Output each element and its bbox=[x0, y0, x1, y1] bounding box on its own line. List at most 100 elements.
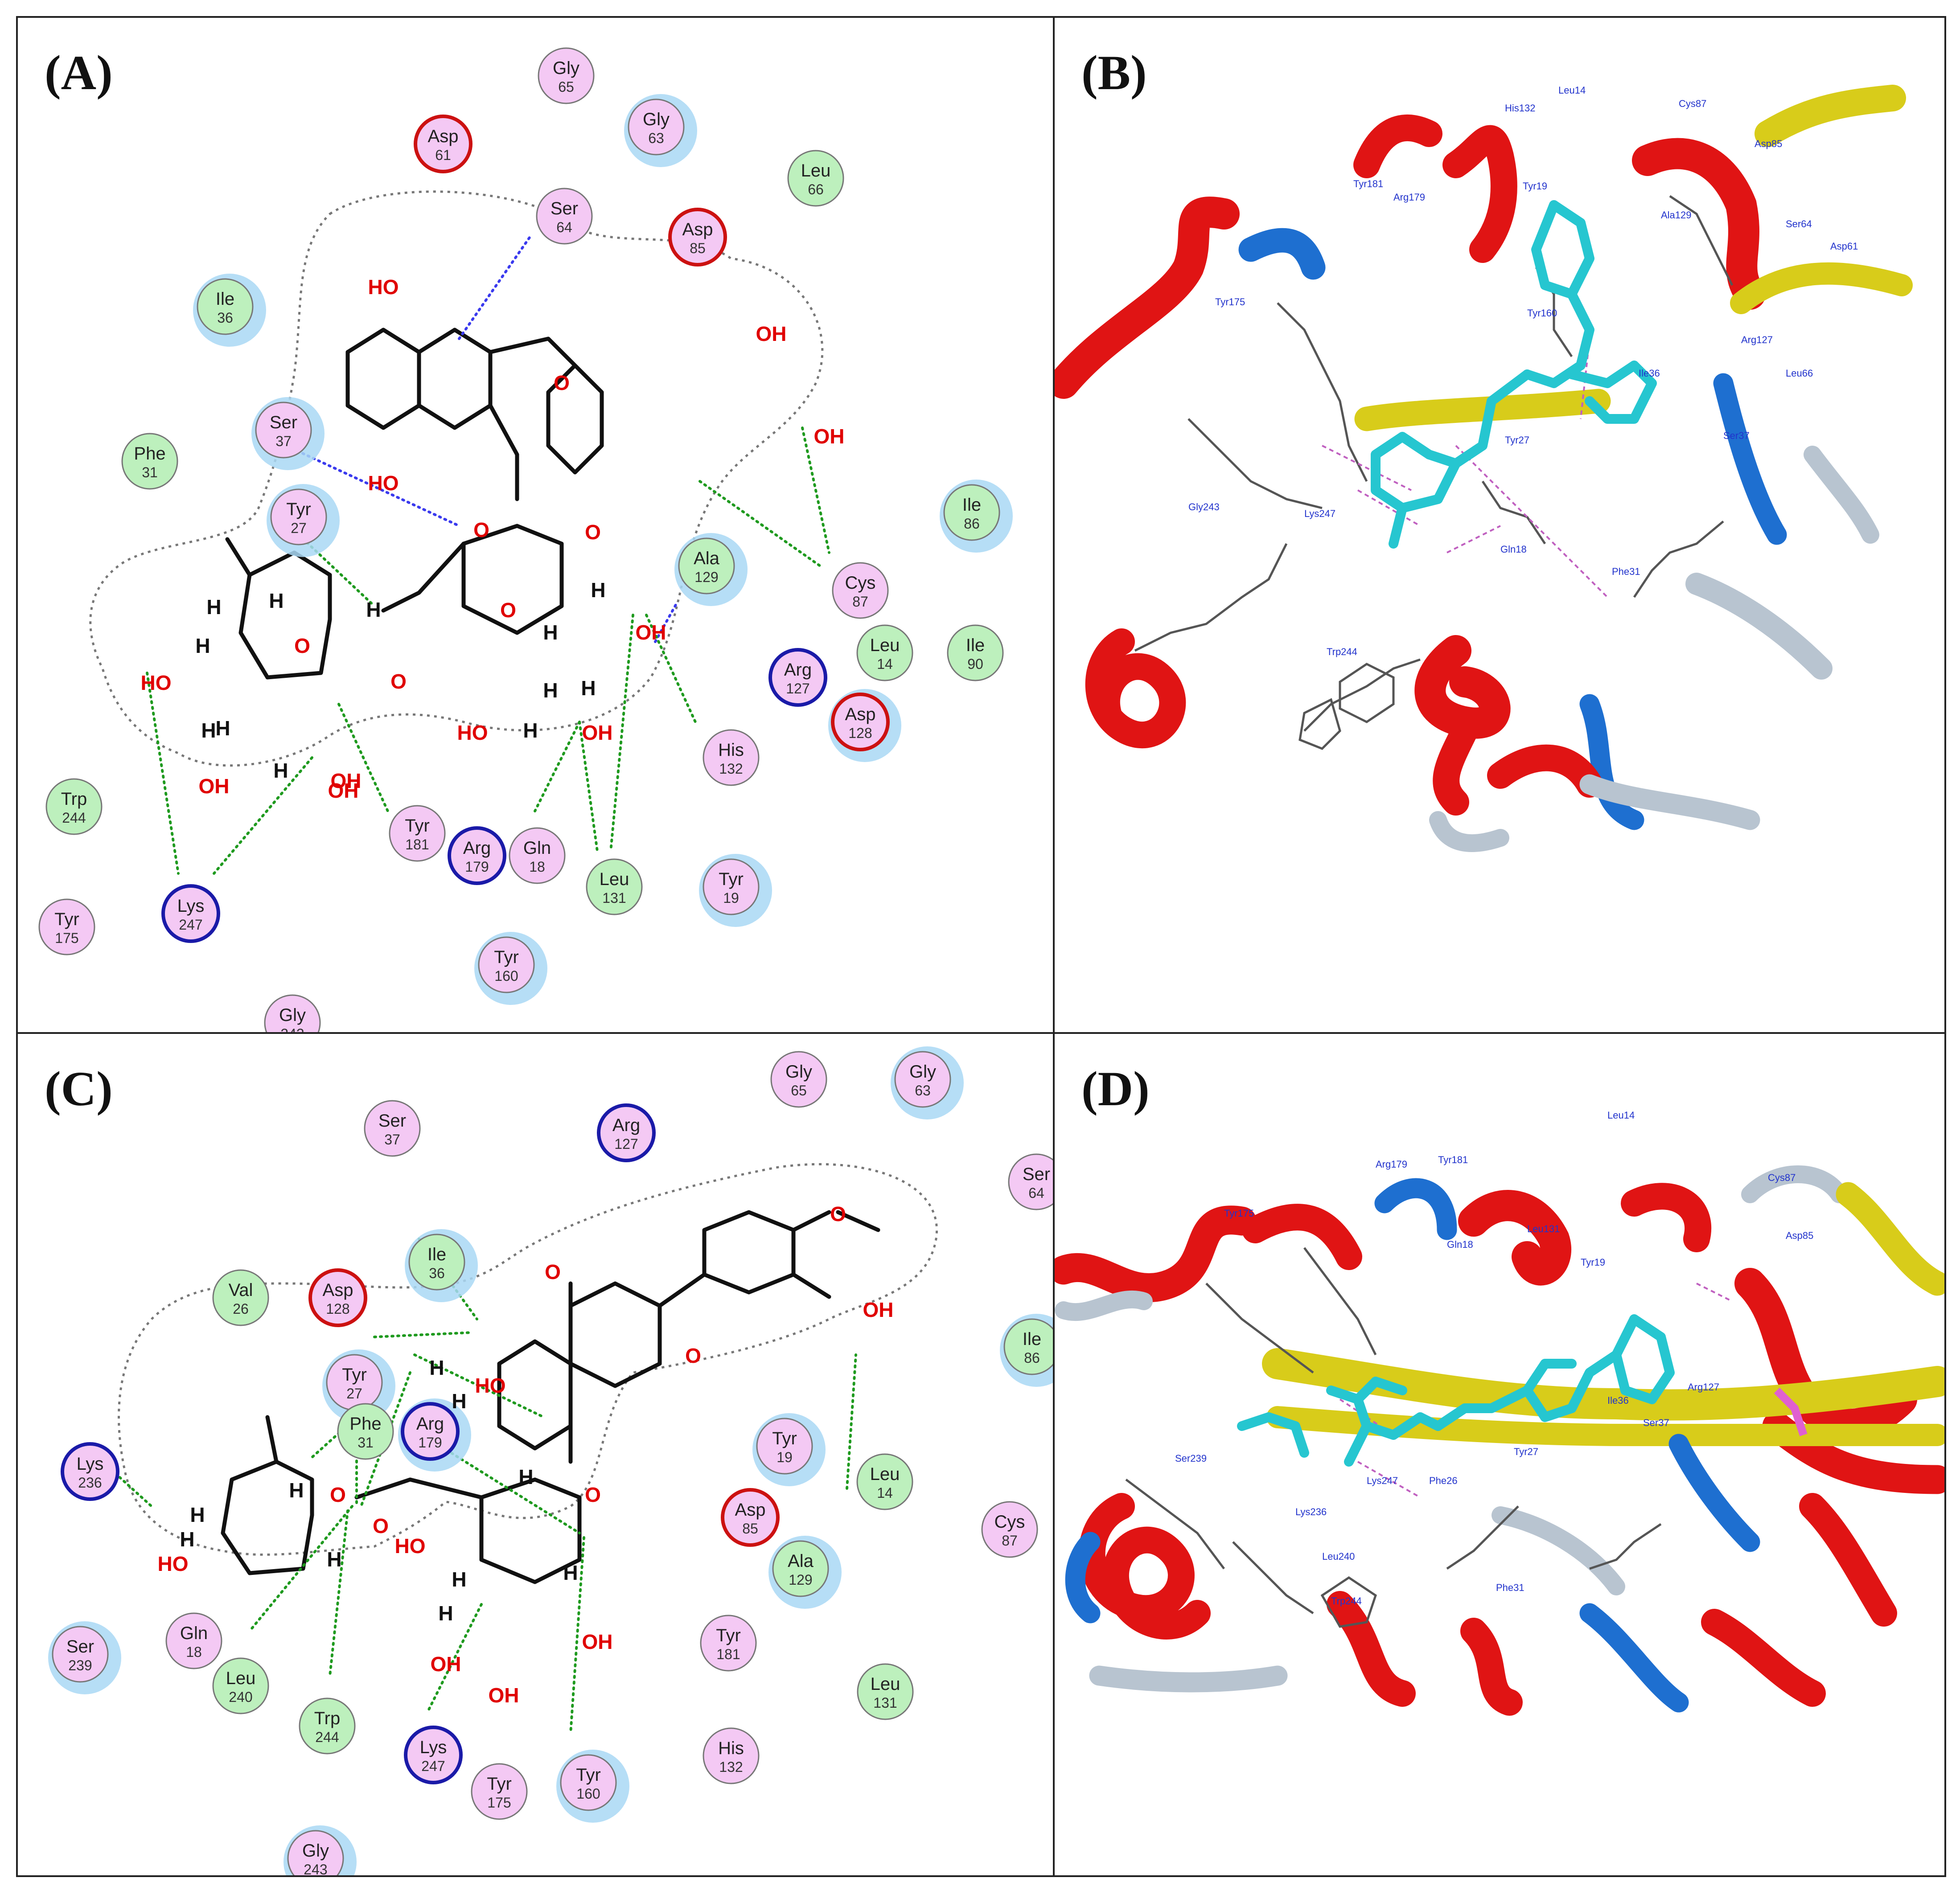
residue-name: Asp bbox=[845, 705, 876, 724]
residue-label: Cys87 bbox=[1768, 1172, 1796, 1183]
residue-disc bbox=[768, 648, 827, 707]
residue-disc bbox=[197, 278, 254, 335]
residue-name: His bbox=[718, 1738, 744, 1758]
panel-c-interaction-diagram: Gly65Gly63Ser37Arg127Ser64Ile36Val26Asp1… bbox=[48, 1046, 1053, 1875]
residue-label: Leu14 bbox=[1607, 1110, 1635, 1121]
residue-number: 18 bbox=[186, 1644, 202, 1660]
residue-label: Cys87 bbox=[1679, 98, 1706, 109]
residue-name: Lys bbox=[177, 896, 205, 916]
residue-label: Tyr27 bbox=[1505, 435, 1529, 446]
ligand-highlight-d bbox=[1774, 1387, 1808, 1436]
atom-label: H bbox=[523, 719, 538, 742]
residue-bubbles-c: Gly65Gly63Ser37Arg127Ser64Ile36Val26Asp1… bbox=[48, 1046, 1053, 1875]
residue-name: Gln bbox=[180, 1623, 208, 1643]
residue-name: Arg bbox=[416, 1414, 444, 1434]
atom-label: HO bbox=[395, 1534, 426, 1558]
residue-label: Lys247 bbox=[1304, 508, 1335, 519]
residue-name: Cys bbox=[845, 573, 876, 593]
atom-label: H bbox=[215, 717, 230, 740]
atom-label: O bbox=[390, 670, 407, 693]
residue-disc bbox=[38, 898, 95, 955]
residue-label: Gly243 bbox=[1188, 501, 1220, 512]
residue-label: Trp244 bbox=[1327, 646, 1357, 657]
residue-number: 129 bbox=[694, 569, 718, 585]
residue-ala-129: Ala129 bbox=[768, 1536, 842, 1609]
residue-disc bbox=[894, 1051, 951, 1108]
residue-name: Ser bbox=[270, 413, 297, 432]
atom-label: OH bbox=[814, 425, 845, 448]
residue-disc bbox=[831, 693, 890, 751]
residue-name: Ile bbox=[427, 1245, 446, 1264]
residue-name: Trp bbox=[314, 1709, 341, 1728]
atom-label: O bbox=[685, 1344, 701, 1367]
residue-number: 26 bbox=[233, 1301, 249, 1317]
residue-number: 160 bbox=[576, 1786, 600, 1802]
residue-label: Gln18 bbox=[1500, 544, 1527, 555]
atom-label: OH bbox=[199, 775, 230, 798]
residue-arg-179: Arg179 bbox=[448, 826, 506, 885]
ligand-sticks-b bbox=[1371, 200, 1657, 549]
atom-label: H bbox=[180, 1528, 194, 1551]
atom-label: O bbox=[830, 1202, 846, 1226]
residue-number: 131 bbox=[873, 1695, 897, 1711]
residue-number: 36 bbox=[217, 310, 233, 326]
residue-number: 247 bbox=[179, 917, 202, 933]
residue-number: 247 bbox=[421, 1758, 445, 1774]
residue-name: Arg bbox=[612, 1115, 640, 1135]
residue-disc bbox=[1008, 1153, 1053, 1210]
pocket-outline bbox=[89, 190, 824, 767]
residue-name: Leu bbox=[871, 1674, 900, 1694]
residue-disc bbox=[947, 624, 1004, 681]
atom-label: H bbox=[273, 759, 288, 782]
residue-number: 179 bbox=[465, 859, 489, 875]
panel-label-d: (D) bbox=[1081, 1062, 1150, 1116]
side-chain-wires-d bbox=[1125, 1247, 1662, 1628]
residue-his-132: His132 bbox=[703, 729, 760, 786]
residue-label: Tyr175 bbox=[1224, 1208, 1254, 1219]
residue-name: Ile bbox=[216, 289, 234, 309]
residue-number: 27 bbox=[346, 1386, 362, 1402]
residue-tyr-19: Tyr19 bbox=[752, 1413, 826, 1486]
residue-label: His132 bbox=[1505, 102, 1535, 114]
panel-label-b: (B) bbox=[1081, 45, 1147, 100]
residue-ser-239: Ser239 bbox=[48, 1621, 121, 1694]
residue-label: Phe31 bbox=[1612, 566, 1640, 577]
residue-phe-31: Phe31 bbox=[121, 433, 178, 490]
atom-label: O bbox=[545, 1260, 561, 1283]
residue-tyr-160: Tyr160 bbox=[556, 1750, 629, 1823]
residue-name: Ser bbox=[66, 1637, 94, 1656]
residue-trp-244: Trp244 bbox=[45, 778, 103, 835]
atom-label: HO bbox=[368, 471, 399, 495]
atom-label: H bbox=[201, 719, 216, 742]
atom-label: H bbox=[438, 1602, 453, 1625]
residue-disc bbox=[703, 729, 760, 786]
side-chain-wires-b bbox=[1134, 195, 1734, 750]
residue-ser-64: Ser64 bbox=[1008, 1153, 1053, 1210]
residue-name: Leu bbox=[226, 1669, 256, 1688]
residue-arg-179: Arg179 bbox=[398, 1398, 471, 1472]
residue-label: Phe31 bbox=[1496, 1582, 1524, 1593]
residue-name: Ile bbox=[1023, 1329, 1041, 1349]
residue-label: Asp61 bbox=[1830, 241, 1858, 252]
residue-name: Gly bbox=[643, 110, 670, 129]
residue-disc bbox=[832, 562, 889, 619]
residue-disc bbox=[414, 115, 473, 173]
residue-disc bbox=[678, 537, 735, 594]
residue-name: Ala bbox=[694, 549, 720, 568]
residue-disc bbox=[212, 1269, 269, 1326]
atom-label: H bbox=[452, 1390, 466, 1413]
residue-label: Tyr19 bbox=[1581, 1257, 1605, 1268]
residue-asp-85: Asp85 bbox=[668, 208, 727, 266]
residue-name: Tyr bbox=[576, 1765, 601, 1785]
residue-gly-243: Gly243 bbox=[284, 1825, 357, 1875]
residue-disc bbox=[770, 1051, 827, 1108]
residue-disc bbox=[721, 1488, 780, 1547]
residue-number: 87 bbox=[852, 594, 868, 610]
residue-tyr-27: Tyr27 bbox=[322, 1349, 395, 1423]
